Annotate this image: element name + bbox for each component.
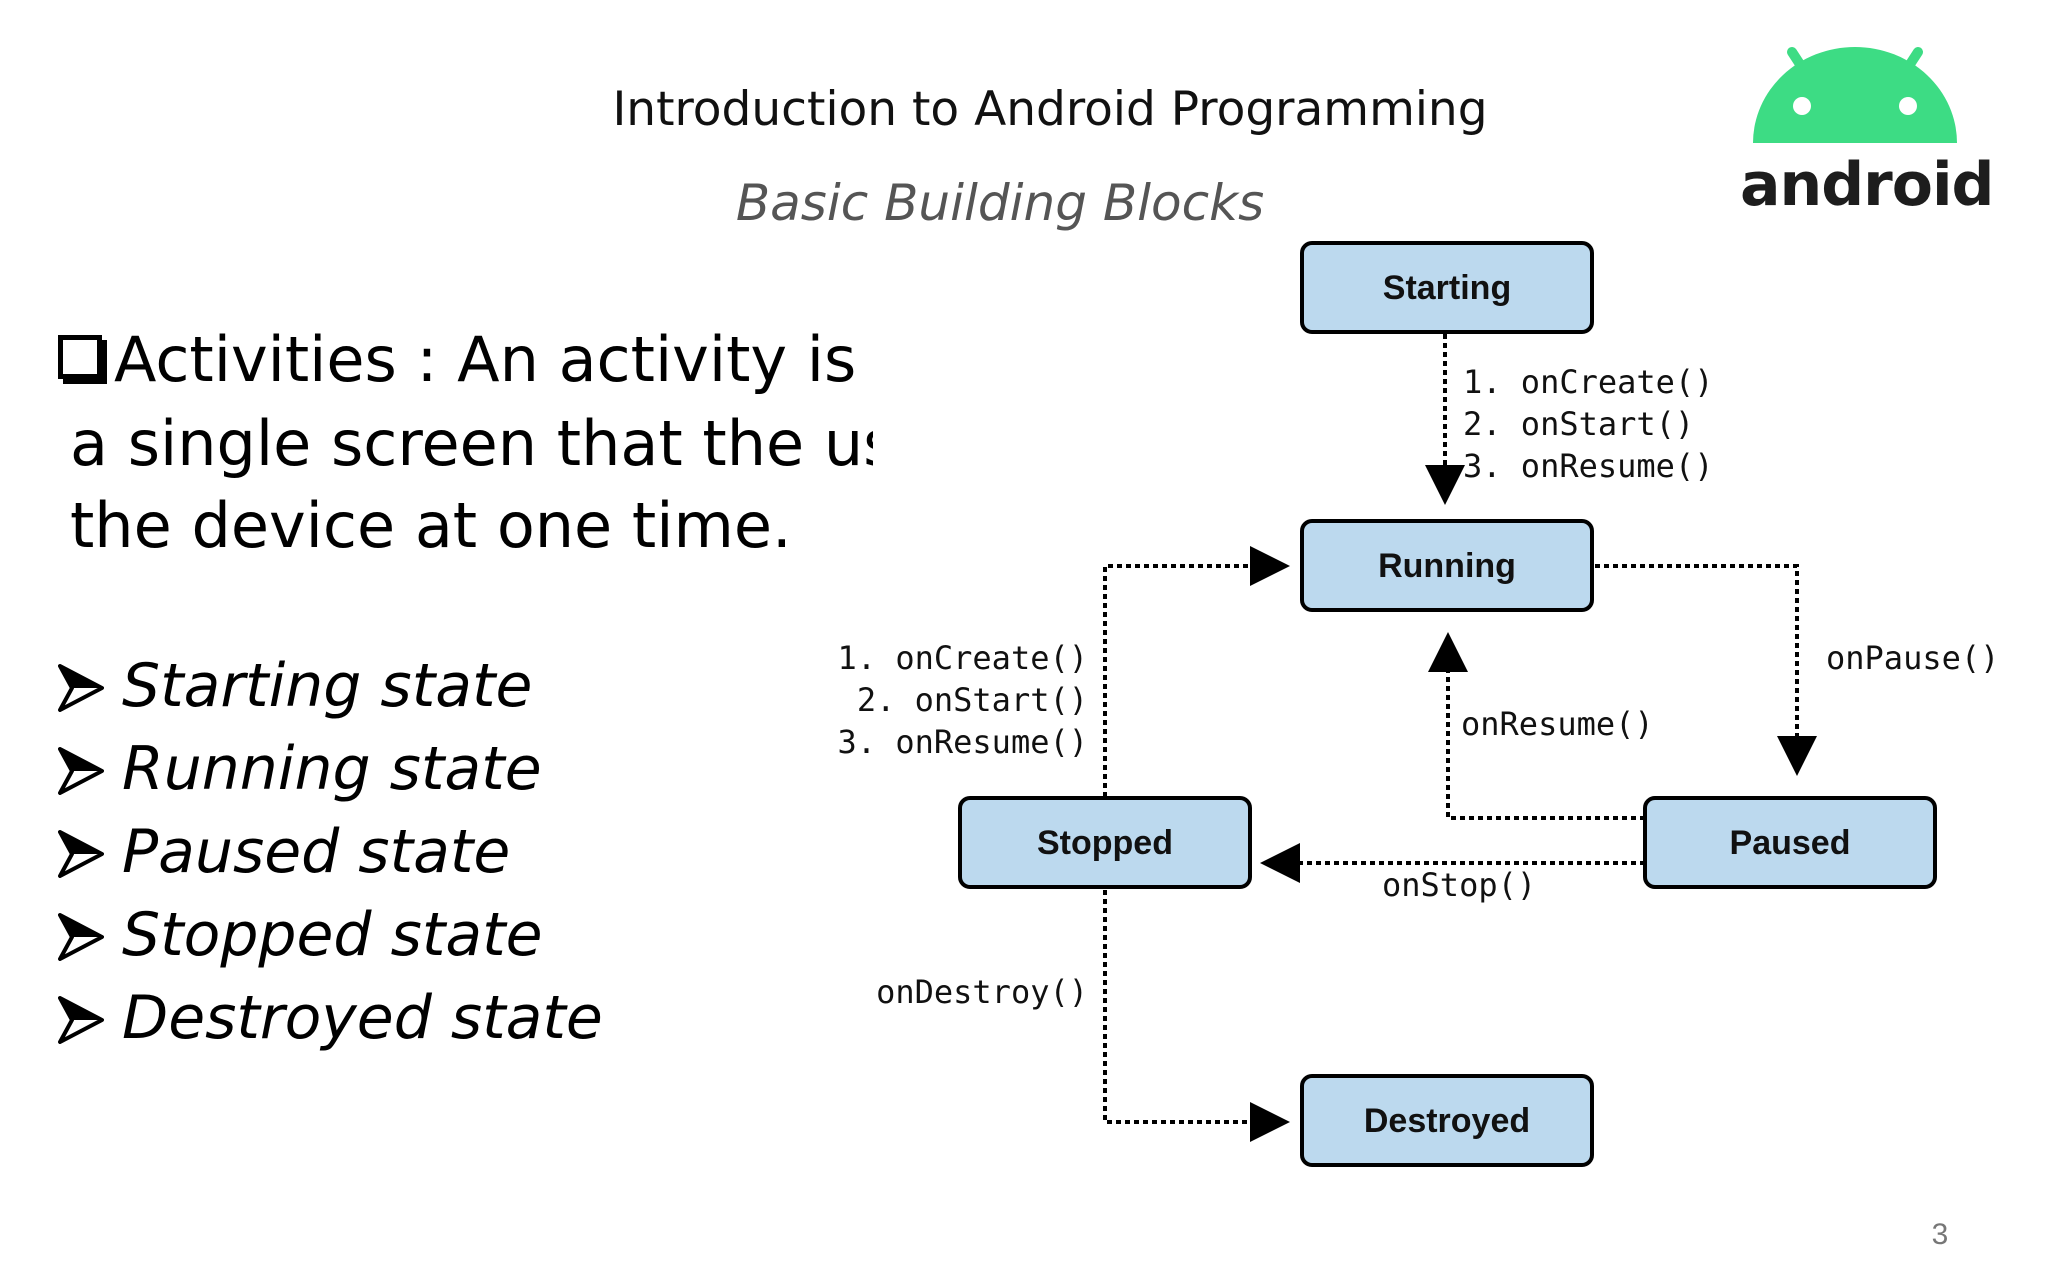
state-label: Stopped state <box>122 900 543 970</box>
arrow-bullet-icon <box>58 747 104 795</box>
slide-title: Introduction to Android Programming <box>612 82 1488 137</box>
states-list: Starting state Running state Paused stat… <box>58 645 618 1075</box>
state-label: Paused state <box>122 817 511 887</box>
list-item: Stopped state <box>58 894 543 977</box>
activity-line-1: Activities : An activity is usu <box>58 318 873 402</box>
state-label: Destroyed state <box>122 983 603 1053</box>
edge-label-start-2: 2. onStart() <box>1463 405 1694 443</box>
edge-running-paused <box>1595 564 1817 776</box>
state-label: Running state <box>122 734 542 804</box>
node-paused-label: Paused <box>1730 824 1851 862</box>
edge-label-start-1: 1. onCreate() <box>1463 363 1713 401</box>
node-destroyed-box <box>1300 1074 1594 1167</box>
node-starting-box <box>1300 241 1594 334</box>
list-item: Paused state <box>58 811 510 894</box>
activity-line-2: a single screen that the user <box>70 407 873 480</box>
edge-label-on-destroy: onDestroy() <box>876 973 1088 1011</box>
arrow-bullet-icon <box>58 664 104 712</box>
edge-paused-running <box>1428 632 1645 820</box>
activity-line-3: the device at one time. <box>70 489 792 562</box>
list-item: Destroyed state <box>58 977 603 1060</box>
arrow-bullet-icon <box>58 913 104 961</box>
edge-label-restart-3: 3. onResume() <box>838 723 1088 761</box>
node-stopped-box <box>958 796 1252 889</box>
edge-stopped-running <box>1103 546 1290 797</box>
edge-label-restart-2: 2. onStart() <box>857 681 1088 719</box>
node-running-label: Running <box>1378 547 1516 585</box>
page-number: 3 <box>1931 1218 1949 1251</box>
list-item: Running state <box>58 728 542 811</box>
edge-label-on-pause: onPause() <box>1826 639 1999 677</box>
edge-stopped-destroyed <box>1103 890 1290 1142</box>
node-running-box <box>1300 519 1594 612</box>
edge-label-on-stop: onStop() <box>1382 866 1536 904</box>
node-starting-label: Starting <box>1383 269 1511 307</box>
node-paused-box <box>1643 796 1937 889</box>
arrow-bullet-icon <box>58 996 104 1044</box>
list-item: Starting state <box>58 645 532 728</box>
slide-subtitle: Basic Building Blocks <box>735 174 1265 232</box>
node-destroyed-label: Destroyed <box>1364 1102 1530 1140</box>
android-robot-icon <box>1753 47 1957 143</box>
edge-label-restart-1: 1. onCreate() <box>838 639 1088 677</box>
android-logo-text: android <box>1740 150 1994 220</box>
checkbox-bullet-icon <box>58 335 102 379</box>
node-stopped-label: Stopped <box>1037 824 1173 862</box>
state-label: Starting state <box>122 651 533 721</box>
edge-label-start-3: 3. onResume() <box>1463 447 1713 485</box>
activity-text-1: Activities : An activity is usu <box>114 323 873 396</box>
edge-label-on-resume: onResume() <box>1461 705 1654 743</box>
arrow-bullet-icon <box>58 830 104 878</box>
activity-description: Activities : An activity is usu a single… <box>58 318 873 568</box>
